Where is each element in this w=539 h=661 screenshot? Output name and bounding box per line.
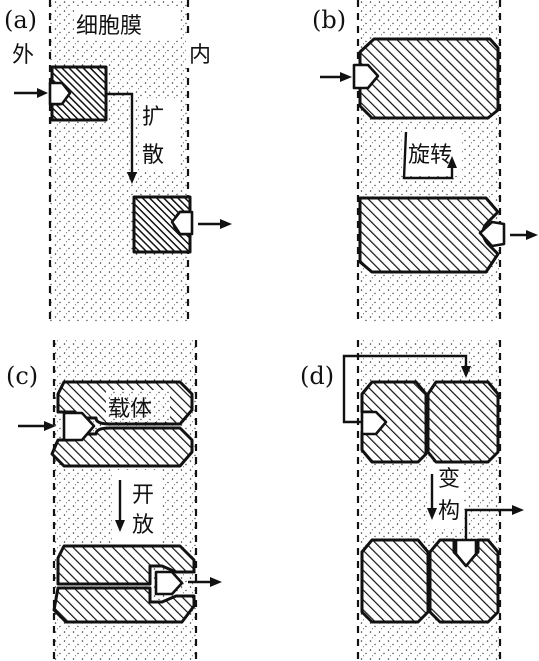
carrier-block-c-top-lower bbox=[50, 426, 194, 468]
conformation-label-2: 构 bbox=[438, 499, 460, 524]
carrier-label: 载体 bbox=[108, 397, 152, 422]
opening-label-1: 开 bbox=[132, 483, 154, 508]
inside-label: 内 bbox=[189, 43, 211, 68]
exit-arrowhead-b bbox=[526, 230, 538, 240]
solute-molecule-c-top bbox=[62, 411, 96, 442]
solute-molecule-d-bottom bbox=[454, 538, 478, 568]
panel-a: (a) 细胞膜 外 内 扩 散 bbox=[0, 0, 232, 322]
entry-arrowhead-c bbox=[44, 421, 56, 431]
exit-arrowhead-a bbox=[220, 219, 232, 229]
panel-d-label: (d) bbox=[300, 362, 334, 390]
exit-arrowhead-c bbox=[210, 577, 222, 587]
carrier-subunit-d-top-right bbox=[426, 380, 500, 464]
opening-label-2: 放 bbox=[132, 513, 154, 538]
panel-d: (d) 变 构 bbox=[300, 340, 524, 661]
solute-molecule-b-bottom bbox=[478, 220, 506, 248]
diffusion-path-a bbox=[106, 92, 134, 174]
opening-arrowhead-c bbox=[115, 520, 125, 532]
panel-b: (b) 旋转 bbox=[310, 0, 538, 322]
panel-c-label: (c) bbox=[6, 362, 38, 390]
entry-arrowhead-a bbox=[37, 88, 48, 98]
solute-molecule-b-top bbox=[352, 63, 380, 90]
carrier-subunit-d-bottom-left bbox=[360, 538, 430, 624]
solute-molecule-a-top bbox=[48, 81, 72, 106]
panel-b-label: (b) bbox=[312, 6, 346, 34]
diffusion-arrowhead-a bbox=[127, 172, 137, 184]
solute-molecule-a-bottom bbox=[170, 210, 194, 236]
carrier-block-c-bottom-lower bbox=[52, 586, 196, 624]
diffuse-label-1: 扩 bbox=[142, 105, 164, 130]
solute-molecule-d-top bbox=[360, 410, 388, 436]
rotation-arrowhead-b bbox=[447, 156, 457, 168]
panel-c: (c) 载体 开 放 bbox=[4, 340, 222, 661]
rotation-path-b bbox=[402, 131, 454, 180]
panel-a-label: (a) bbox=[4, 6, 37, 34]
carrier-block-b-bottom bbox=[358, 196, 500, 274]
entry-arrowhead-b bbox=[340, 72, 352, 82]
outside-label: 外 bbox=[12, 43, 34, 68]
release-arrowhead-d bbox=[512, 505, 524, 515]
carrier-block-b-top bbox=[358, 37, 500, 120]
release-path-d bbox=[464, 508, 514, 548]
carrier-block-c-bottom-upper bbox=[56, 544, 196, 586]
conformation-label-1: 变 bbox=[438, 467, 460, 492]
conformation-change-arrowhead-d bbox=[427, 508, 437, 520]
conformation-loop-arrowhead-d bbox=[461, 366, 471, 378]
solute-molecule-c-bottom bbox=[154, 570, 184, 596]
diffuse-label-2: 散 bbox=[142, 143, 164, 168]
rotation-label: 旋转 bbox=[408, 143, 452, 168]
membrane-label: 细胞膜 bbox=[76, 14, 142, 39]
conformation-loop-path-d bbox=[342, 354, 468, 424]
